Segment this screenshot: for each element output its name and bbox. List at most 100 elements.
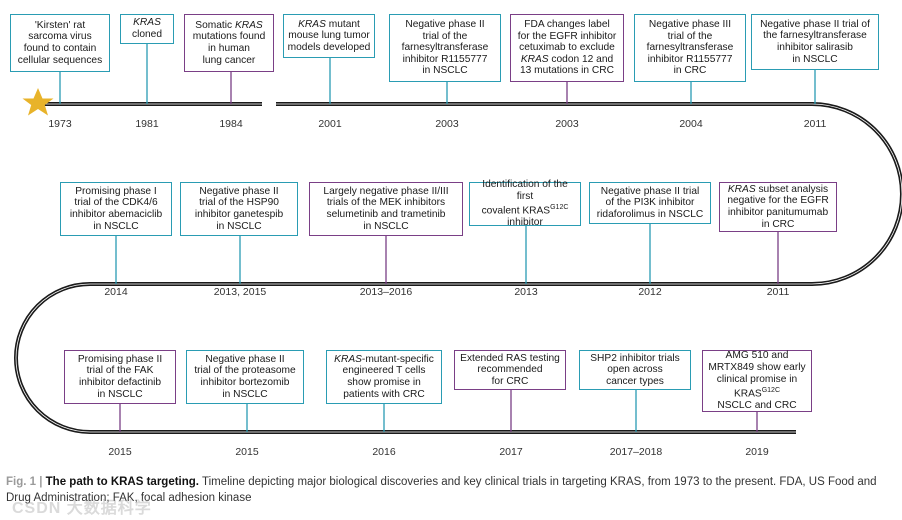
event-text-line: in NSCLC: [97, 388, 143, 400]
event-text-line: clinical promise in: [716, 373, 798, 385]
event-text-line: farnesyltransferase: [401, 42, 489, 54]
event-year-row1-6: 2004: [679, 118, 703, 130]
event-text-line: Negative phase II: [205, 353, 285, 365]
event-text-line: engineered T cells: [342, 365, 426, 377]
event-text-line: inhibitor panitumumab: [727, 207, 829, 218]
event-year-row3-5: 2019: [745, 446, 769, 458]
event-year-row1-3: 2001: [318, 118, 342, 130]
timeline-track: [14, 44, 902, 434]
event-text-line: cloned: [131, 29, 163, 40]
event-text-line: KRAS: [133, 17, 161, 29]
event-year-row1-2: 1984: [219, 118, 243, 130]
event-year-row2-4: 2012: [638, 286, 662, 298]
event-text-line: inhibitor abemaciclib: [69, 209, 163, 220]
event-year-row1-0: 1973: [48, 118, 72, 130]
event-text-line: inhibitor R1155777: [402, 53, 488, 65]
event-text-line: trials of the MEK inhibitors: [326, 197, 446, 209]
event-text-line: Negative phase II trial of: [760, 18, 870, 30]
event-text-line: open across: [607, 364, 663, 376]
event-text-line: mutations found: [192, 31, 266, 43]
event-year-row1-7: 2011: [803, 118, 827, 130]
event-box-row2-3: Identification of the first covalent KRAS…: [469, 179, 581, 229]
figure-caption: Fig. 1 | The path to KRAS targeting. Tim…: [6, 474, 886, 506]
figure-caption-text: Timeline depicting major biological disc…: [6, 476, 877, 504]
event-text-line: for CRC: [491, 375, 529, 387]
event-text-line: mouse lung tumor: [288, 30, 370, 42]
event-text-line: KRAS subset analysis: [727, 183, 829, 195]
event-text-line: inhibitor R1155777: [647, 53, 733, 65]
event-text-line: in CRC: [673, 65, 707, 77]
event-text-line: the farnesyltransferase: [763, 30, 867, 42]
event-text-line: in CRC: [761, 218, 795, 230]
event-text-line: Promising phase I: [75, 185, 157, 197]
event-text-line: cancer types: [606, 375, 664, 387]
event-text-line: Identification of the first: [482, 179, 568, 202]
watermark: CSDN 大数据科学: [12, 500, 152, 517]
event-text-line: FDA changes label: [524, 19, 610, 31]
event-text-line: in NSCLC: [792, 53, 838, 65]
event-text-line: trial of the proteasome: [194, 365, 296, 377]
event-text-line: NSCLC and CRC: [717, 400, 797, 412]
event-text-line: farnesyltransferase: [646, 42, 734, 54]
event-text-line: cellular sequences: [17, 54, 103, 66]
event-text-line: Negative phase II: [199, 185, 279, 197]
event-text-line: selumetinib and trametinib: [326, 209, 446, 220]
event-text-line: models developed: [287, 41, 371, 53]
event-text-line: inhibitor defactinib: [78, 377, 162, 388]
event-text-line: lung cancer: [202, 54, 256, 66]
event-year-row2-3: 2013: [514, 286, 538, 298]
event-text-line: SHP2 inhibitor trials: [590, 352, 680, 364]
event-text-line: in NSCLC: [216, 220, 262, 232]
event-text-line: 13 mutations in CRC: [520, 65, 614, 77]
start-star-icon: [22, 88, 54, 116]
event-text-line: Promising phase II: [77, 353, 163, 365]
event-text-line: Negative phase III: [648, 19, 732, 31]
event-year-row1-4: 2003: [435, 118, 459, 130]
event-text-line: AMG 510 and: [725, 350, 789, 362]
event-year-row3-2: 2016: [372, 446, 396, 458]
event-text-line: recommended: [477, 364, 543, 376]
event-text-line: sarcoma virus: [28, 31, 92, 43]
event-text-line: inhibitor: [507, 217, 543, 229]
event-text-line: inhibitor ganetespib: [194, 209, 284, 220]
event-text-line: Somatic KRAS: [195, 19, 263, 31]
event-text-line: patients with CRC: [343, 388, 425, 400]
event-text-line: trial of the FAK: [86, 365, 154, 377]
event-text-line: cetuximab to exclude: [519, 42, 615, 54]
event-year-row3-3: 2017: [499, 446, 523, 458]
event-text-line: KRAS-mutant-specific: [334, 353, 434, 365]
event-text-line: Negative phase II trial: [600, 185, 700, 197]
event-year-row2-5: 2011: [766, 286, 790, 298]
event-text-line: trial of the CDK4/6: [74, 197, 158, 209]
event-text-line: Negative phase II: [405, 19, 485, 31]
event-text-line: Largely negative phase II/III: [323, 185, 449, 197]
event-year-row2-2: 2013–2016: [359, 286, 413, 298]
event-year-row3-0: 2015: [108, 446, 132, 458]
event-text-line: in NSCLC: [93, 220, 139, 232]
event-text-line: in NSCLC: [222, 388, 268, 400]
event-text-line: in NSCLC: [422, 65, 468, 77]
event-text-line: of the PI3K inhibitor: [605, 197, 695, 209]
event-text-line: KRAS codon 12 and: [520, 53, 614, 65]
event-year-row2-1: 2013, 2015: [213, 286, 267, 298]
event-text-line: 'Kirsten' rat: [34, 19, 86, 31]
event-year-row1-5: 2003: [555, 118, 579, 130]
event-text-line: in human: [208, 43, 250, 54]
event-text-line: covalent KRASG12C: [481, 204, 569, 217]
event-text-line: trial of the HSP90: [199, 197, 279, 209]
event-text-line: trial of the: [422, 30, 468, 42]
event-year-row2-0: 2014: [104, 286, 128, 298]
event-text-line: KRASG12C: [733, 387, 781, 400]
